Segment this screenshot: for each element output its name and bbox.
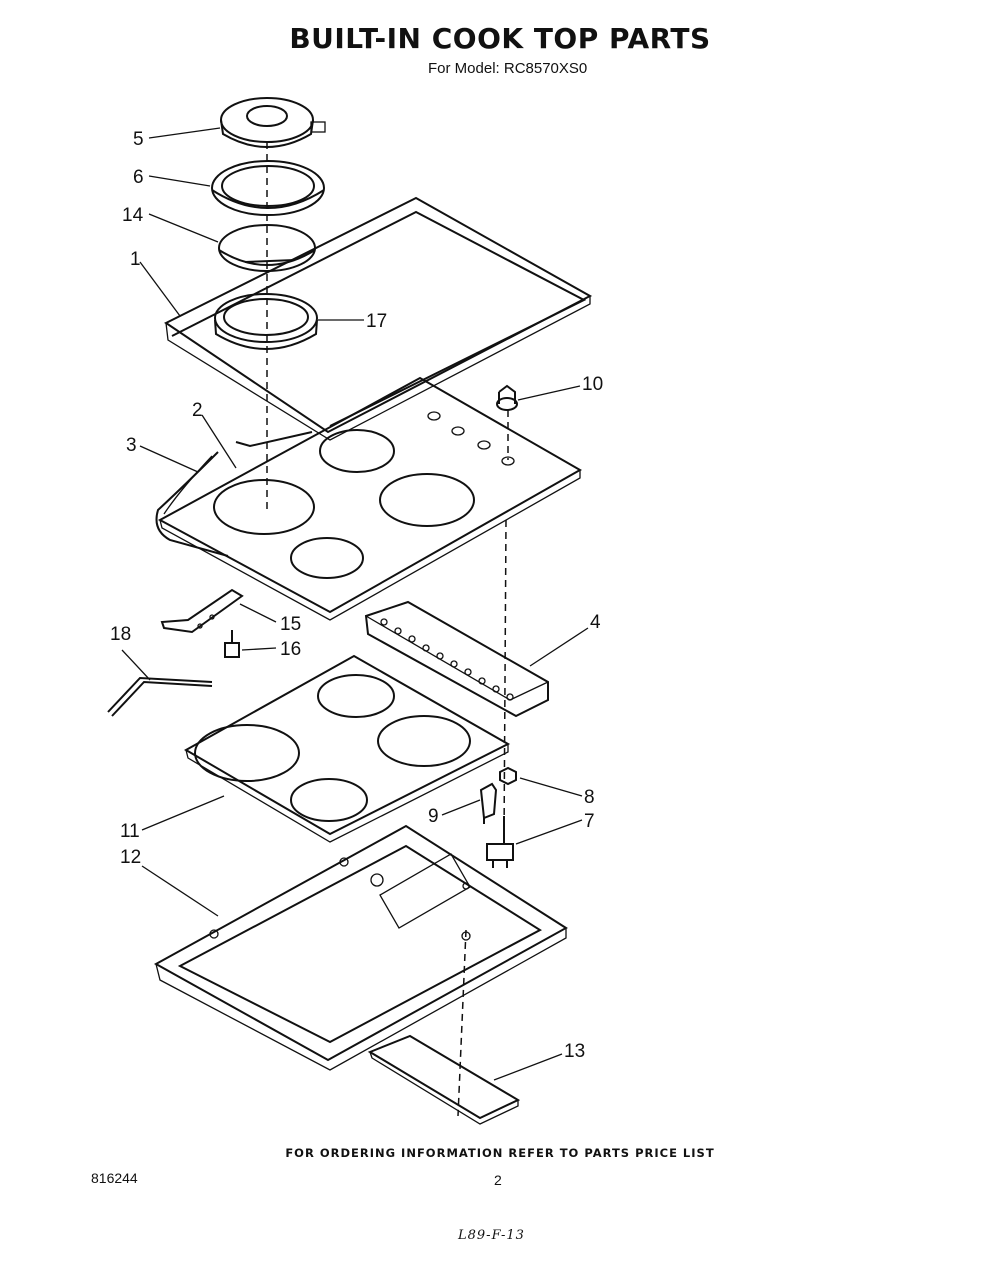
part-5-element-cap [220,97,326,148]
part-label-16: 16 [280,639,301,660]
leader-1 [139,261,181,317]
leader-13 [493,1053,563,1081]
assembly-centerline-right [503,519,507,841]
part-label-8: 8 [584,787,595,808]
part-label-5: 5 [133,129,144,150]
part-label-2: 2 [192,400,203,421]
part-16-sensor [224,630,240,658]
part-label-12: 12 [120,847,141,868]
leader-3 [139,445,199,473]
part-3-edge-trim [155,451,229,557]
page-number: 2 [494,1172,502,1188]
leader-8 [519,777,583,797]
part-label-1: 1 [130,249,141,270]
part-4-control-bracket [364,600,549,718]
part-7-infinite-switch [486,816,514,868]
ordering-note: FOR ORDERING INFORMATION REFER TO PARTS … [285,1146,715,1160]
part-label-3: 3 [126,435,137,456]
part-15-clip [160,588,244,634]
part-9-indicator-light [479,782,498,824]
part-label-18: 18 [110,624,131,645]
document-number: 816244 [91,1170,138,1186]
leader-9 [441,799,481,816]
part-label-4: 4 [590,612,601,633]
part-8-nut [499,766,517,786]
part-label-14: 14 [122,205,144,226]
part-label-10: 10 [582,374,603,395]
part-6-trim-ring [211,160,325,216]
part-label-9: 9 [428,806,439,827]
leader-15 [239,603,277,623]
part-11-element-plate [183,654,511,843]
leader-5 [148,127,221,139]
part-label-15: 15 [280,614,301,635]
model-subtitle: For Model: RC8570XS0 [428,60,588,77]
part-label-6: 6 [133,167,144,188]
part-label-17: 17 [366,311,387,332]
leader-2 [201,414,237,469]
part-label-13: 13 [564,1041,585,1062]
part-label-7: 7 [584,811,595,832]
page-title: BUILT-IN COOK TOP PARTS [289,22,711,55]
part-13-strip [367,1034,521,1125]
assembly-centerline-bottom [457,929,467,1117]
leader-14 [148,213,219,243]
part-label-11: 11 [120,821,140,842]
part-10-knob [496,384,518,411]
leader-12 [141,865,219,917]
leader-16 [241,647,277,651]
leader-6 [148,175,211,187]
part-18-rod [107,676,213,717]
leader-4 [529,627,589,667]
leader-18 [121,649,151,681]
part-2-cooktop-glass [157,376,583,621]
part-12-box [153,824,568,1071]
leader-11 [141,795,225,831]
leader-7 [515,819,583,845]
handwritten-code: L89-F-13 [458,1228,525,1243]
leader-10 [517,385,581,401]
part-1-frame-gasket [164,196,593,441]
part-17-seal-ring [214,293,318,350]
